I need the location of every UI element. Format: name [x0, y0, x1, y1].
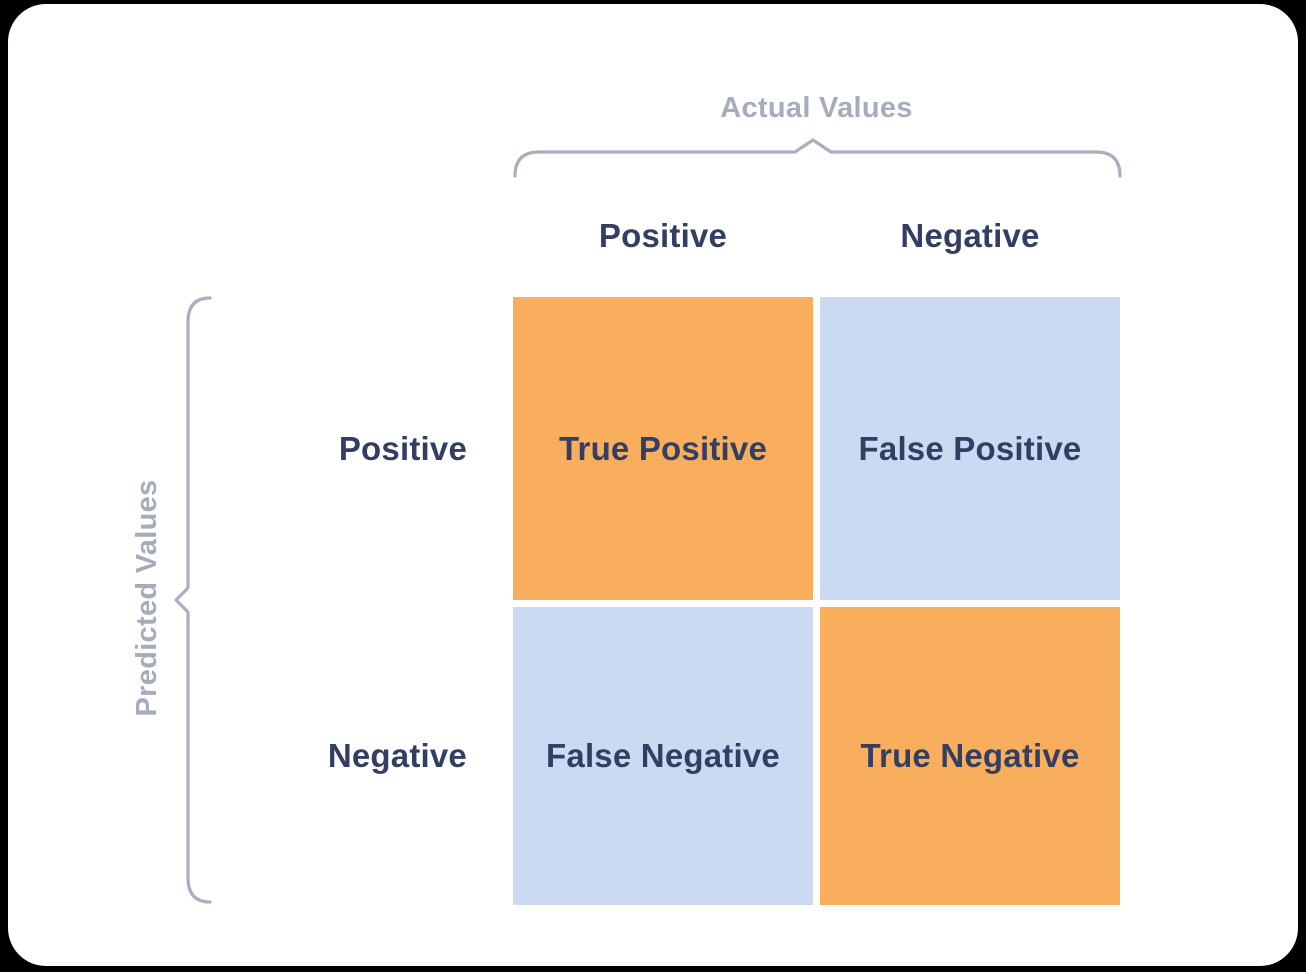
- column-header-positive: Positive: [598, 217, 728, 254]
- predicted-values-label: Predicted Values: [130, 479, 163, 717]
- column-header-negative: Negative: [900, 217, 1040, 254]
- cell-true-negative: True Negative: [820, 607, 1120, 905]
- top-brace-icon: [513, 138, 1122, 178]
- cell-false-positive: False Positive: [820, 297, 1120, 600]
- cell-false-negative: False Negative: [513, 607, 813, 905]
- row-label-positive: Positive: [338, 429, 467, 467]
- cell-true-positive: True Positive: [513, 297, 813, 600]
- row-label-negative: Negative: [327, 737, 467, 774]
- actual-values-label: Actual Values: [720, 91, 913, 124]
- left-brace-icon: [174, 296, 212, 904]
